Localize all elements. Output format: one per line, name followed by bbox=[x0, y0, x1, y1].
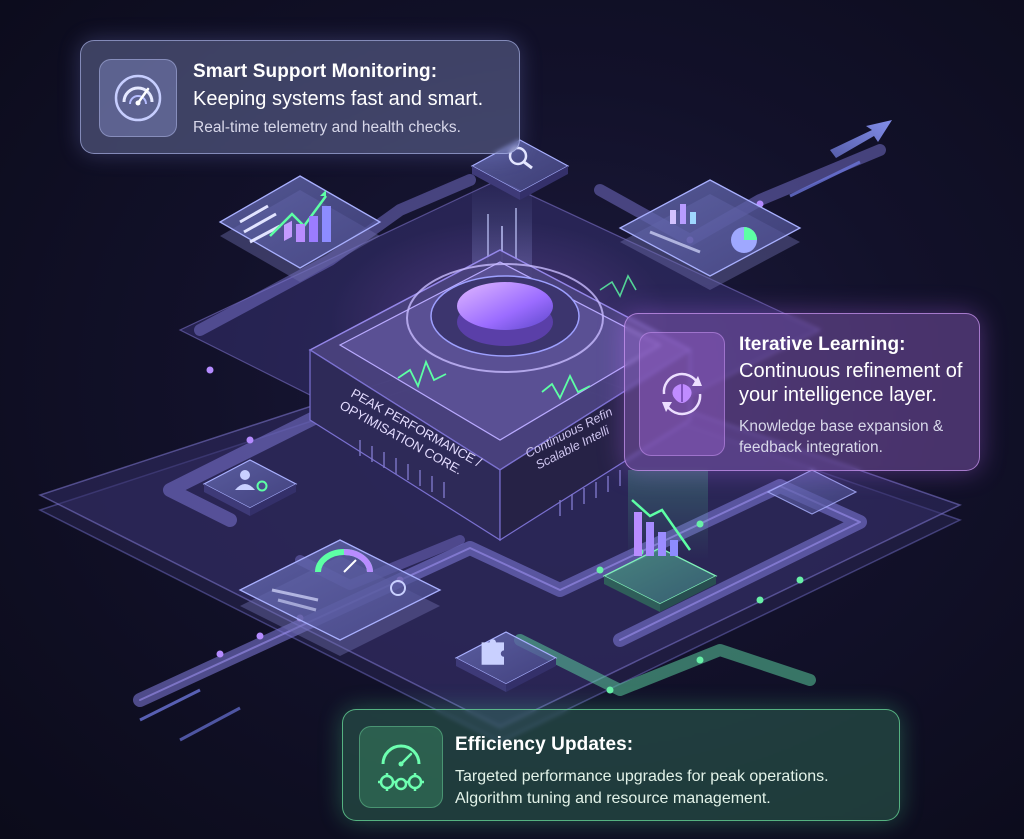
declining-chart-module bbox=[602, 470, 718, 612]
analytics-module bbox=[618, 179, 802, 290]
monitoring-icon-tile bbox=[99, 59, 177, 137]
puzzle-icon bbox=[481, 639, 504, 665]
efficiency-detail: Algorithm tuning and resource management… bbox=[455, 790, 771, 807]
gauge-gears-icon bbox=[378, 744, 424, 791]
brain-cycle-icon bbox=[662, 372, 702, 416]
efficiency-lead: Targeted performance upgrades for peak o… bbox=[455, 768, 829, 785]
bar-chart-decline-icon bbox=[631, 499, 692, 556]
monitoring-callout: Smart Support Monitoring: Keeping system… bbox=[80, 40, 520, 154]
gauge-dashboard-module bbox=[238, 539, 442, 656]
learning-title: Iterative Learning: bbox=[739, 334, 906, 355]
learning-detail: Knowledge base expansion & feedback inte… bbox=[739, 418, 944, 456]
flow-arrows bbox=[139, 120, 892, 742]
monitoring-lead: Keeping systems fast and smart. bbox=[193, 88, 484, 110]
search-icon bbox=[508, 146, 533, 170]
growth-chart-module bbox=[218, 175, 382, 282]
monitoring-detail: Real-time telemetry and health checks. bbox=[193, 119, 461, 136]
learning-lead: Continuous refinement of your intelligen… bbox=[739, 360, 963, 406]
user-settings-module bbox=[202, 459, 298, 516]
gauge-icon bbox=[114, 74, 162, 122]
learning-callout: Iterative Learning: Continuous refinemen… bbox=[624, 313, 980, 471]
monitoring-title: Smart Support Monitoring: bbox=[193, 61, 438, 82]
integration-module bbox=[454, 631, 558, 692]
floating-tile-right bbox=[766, 469, 858, 515]
optimisation-core: PEAK PERFORMANCE / OPYIMISATION CORE. Co… bbox=[308, 180, 692, 542]
gauge-icon bbox=[271, 549, 406, 612]
efficiency-icon-tile bbox=[359, 726, 443, 808]
efficiency-title: Efficiency Updates: bbox=[455, 734, 634, 755]
efficiency-callout: Efficiency Updates: Targeted performance… bbox=[342, 709, 900, 821]
user-gear-icon bbox=[235, 470, 268, 492]
bar-chart-trend-icon bbox=[239, 190, 331, 244]
learning-icon-tile bbox=[639, 332, 725, 456]
pie-chart-icon bbox=[649, 204, 757, 254]
